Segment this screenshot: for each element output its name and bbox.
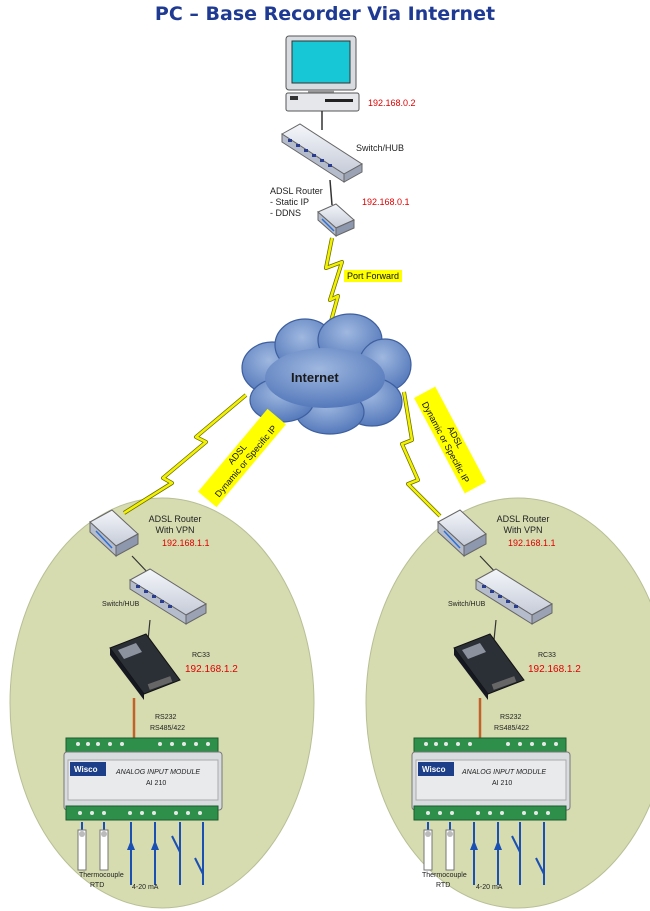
router-feature-ddns: - DDNS [270, 208, 301, 218]
switch-label-top: Switch/HUB [356, 143, 405, 153]
port-forward-label: Port Forward [344, 270, 403, 282]
router-ip-top: 192.168.0.1 [362, 197, 410, 207]
router-icon-left [89, 509, 139, 558]
sensor-probes-left [77, 829, 109, 871]
router-ip-right: 192.168.1.1 [508, 538, 556, 548]
rc33-ip-left: 192.168.1.2 [185, 664, 238, 675]
rc33-device-right [453, 633, 525, 700]
sensor-420ma-left: 4-20 mA [132, 884, 159, 891]
module-brand-left: Wisco [74, 765, 98, 774]
router-label-right: ADSL Router With VPN [496, 514, 550, 535]
router-label-left: ADSL Router With VPN [148, 514, 202, 535]
router-label-top: ADSL Router [270, 186, 323, 196]
rc33-ip-right: 192.168.1.2 [528, 664, 581, 675]
router-ip-left: 192.168.1.1 [162, 538, 210, 548]
rc33-label-right: RC33 [538, 652, 556, 659]
rc33-device-left [109, 633, 181, 700]
serial-rs232-left: RS232 [155, 714, 177, 721]
ai210-module-right [411, 737, 571, 821]
switch-icon-left [129, 568, 207, 625]
module-brand-right: Wisco [422, 765, 446, 774]
router-feature-static-ip: - Static IP [270, 197, 310, 207]
switch-label-left: Switch/HUB [102, 601, 140, 608]
switch-icon-top [281, 123, 363, 183]
sensor-thermocouple-left: Thermocouple [79, 872, 124, 879]
module-model-right: AI 210 [492, 780, 513, 787]
page-title: PC – Base Recorder Via Internet [154, 3, 496, 25]
switch-label-right: Switch/HUB [448, 601, 486, 608]
sensor-probes-right [423, 829, 455, 871]
ai210-module-left [63, 737, 223, 821]
serial-rs232-right: RS232 [500, 714, 522, 721]
module-title-left: ANALOG INPUT MODULE [116, 769, 201, 776]
switch-icon-right [475, 568, 553, 625]
serial-rs485-right: RS485/422 [494, 725, 530, 732]
sensor-arrows-left [127, 840, 159, 850]
serial-rs485-left: RS485/422 [150, 725, 186, 732]
site-area-left [9, 497, 315, 909]
site-area-right [365, 497, 650, 909]
internet-label: Internet [291, 370, 339, 385]
router-icon-top [317, 203, 355, 238]
module-title-right: ANALOG INPUT MODULE [462, 769, 547, 776]
sensor-arrows-right [470, 840, 502, 850]
sensor-rtd-right: RTD [436, 882, 451, 889]
internet-cloud [241, 313, 412, 435]
router-icon-right [437, 509, 487, 558]
module-model-left: AI 210 [146, 780, 167, 787]
pc-ip-label: 192.168.0.2 [368, 98, 416, 108]
rc33-label-left: RC33 [192, 652, 210, 659]
sensor-rtd-left: RTD [90, 882, 105, 889]
sensor-420ma-right: 4-20 mA [476, 884, 503, 891]
pc-icon [285, 35, 360, 112]
sensor-thermocouple-right: Thermocouple [422, 872, 467, 879]
link-bolt-left [122, 393, 248, 515]
